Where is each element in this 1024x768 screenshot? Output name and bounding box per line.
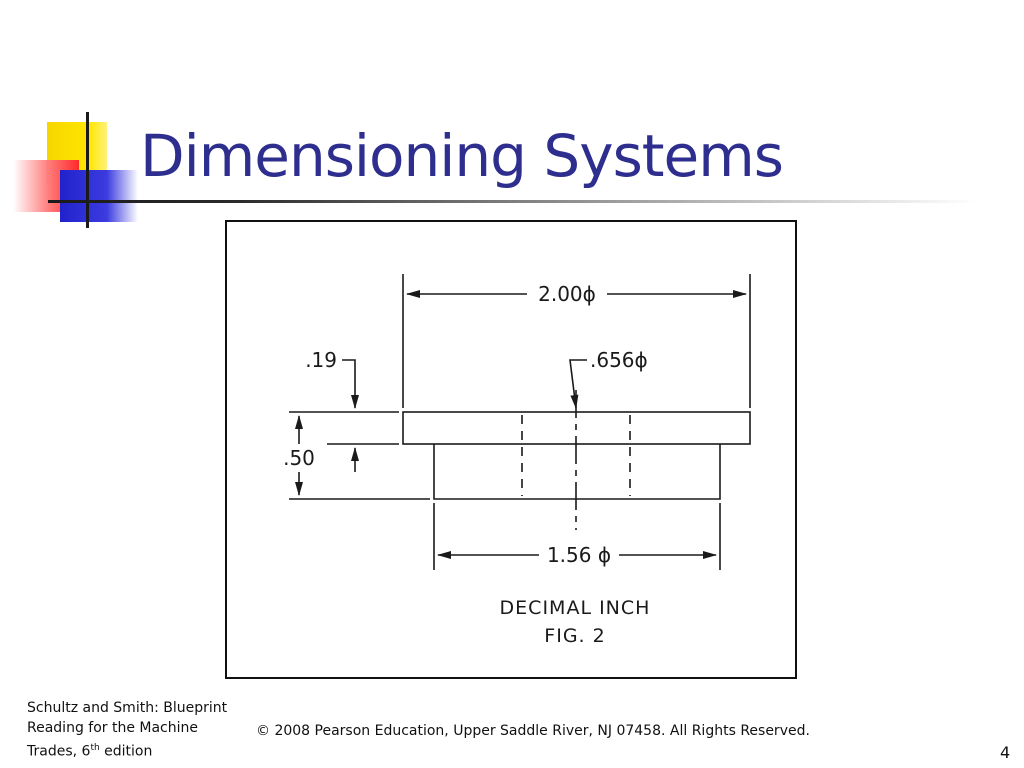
source-line-1: Schultz and Smith: Blueprint [27, 700, 228, 716]
hidden-lines [521, 415, 631, 496]
dim-label-hub: 1.56 ϕ [547, 543, 611, 567]
hole-leader [569, 359, 587, 409]
source-line-3: Trades, 6th edition [27, 738, 257, 762]
source-line-3-sup: th [90, 743, 100, 753]
decor-vertical-line [86, 112, 89, 228]
technical-drawing: 2.00ϕ .656ϕ .19 .50 1.56 ϕ DECIMAL INCH … [283, 274, 751, 647]
source-citation: Schultz and Smith: Blueprint Reading for… [27, 698, 257, 762]
dim-label-flange: .19 [305, 348, 337, 372]
page-number: 4 [1000, 743, 1011, 762]
source-line-3-end: edition [99, 743, 153, 760]
flange-dim-arrow-down [342, 359, 359, 409]
decor-blue-square [60, 170, 138, 222]
title-underline [48, 200, 978, 203]
drawing-figure: 2.00ϕ .656ϕ .19 .50 1.56 ϕ DECIMAL INCH … [225, 220, 797, 679]
dim-label-height: .50 [283, 446, 315, 470]
copyright-notice: © 2008 Pearson Education, Upper Saddle R… [256, 723, 810, 739]
source-line-3-text: Trades, 6 [27, 743, 91, 760]
slide-title: Dimensioning Systems [140, 122, 784, 190]
figure-caption-line1: DECIMAL INCH [500, 597, 651, 619]
dim-label-overall: 2.00ϕ [538, 282, 596, 306]
figure-caption-line2: FIG. 2 [544, 625, 605, 647]
dim-label-hole: .656ϕ [590, 348, 648, 372]
hub-outline [433, 444, 721, 500]
source-line-2: Reading for the Machine [27, 720, 199, 736]
